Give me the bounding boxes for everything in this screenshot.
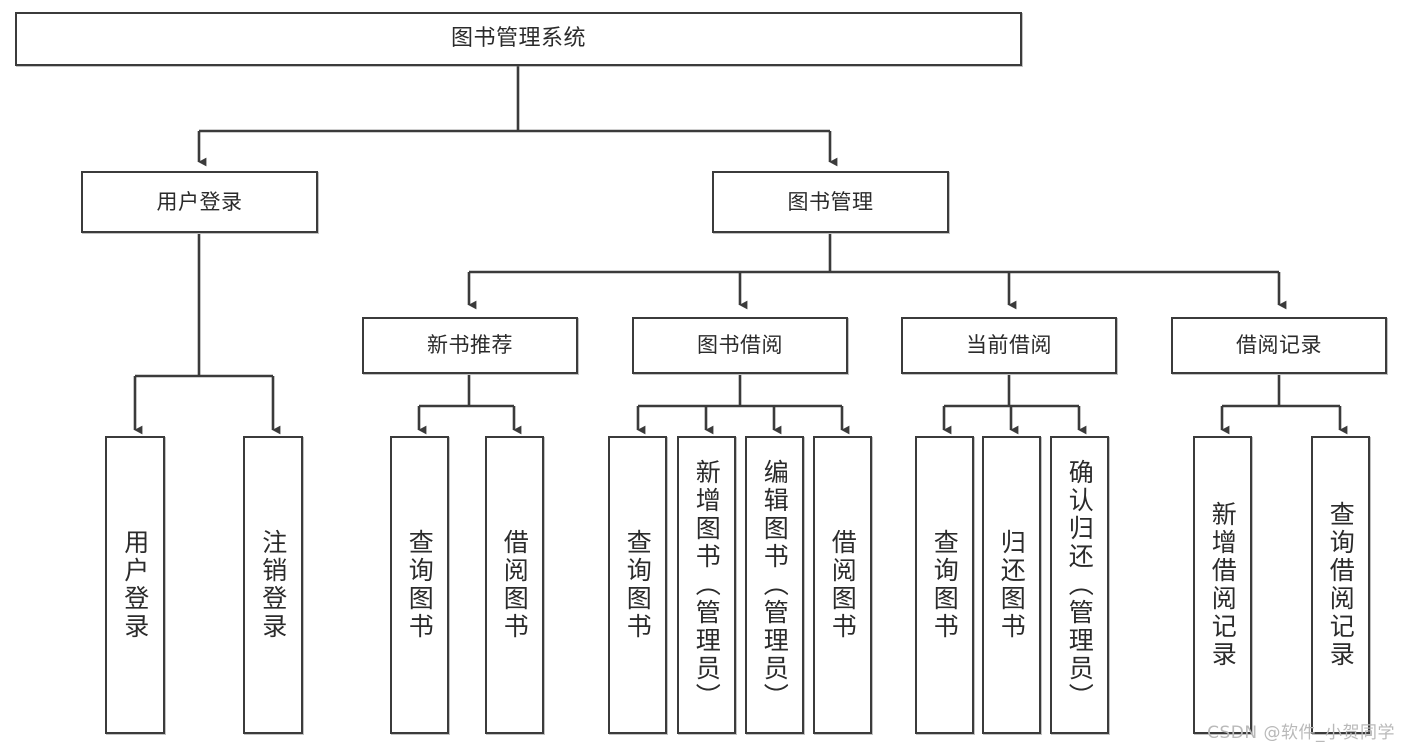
leaf-query-book-borrow[interactable]: 查询图书 xyxy=(608,436,667,734)
node-label: 查询图书 xyxy=(405,529,435,641)
node-label: 用户登录 xyxy=(120,529,150,641)
node-book-borrow[interactable]: 图书借阅 xyxy=(632,317,848,374)
node-borrow-record[interactable]: 借阅记录 xyxy=(1171,317,1387,374)
leaf-add-book[interactable]: 新增图书（管理员） xyxy=(677,436,736,734)
node-label: 借阅图书 xyxy=(828,529,858,641)
node-label: 新增借阅记录 xyxy=(1208,501,1238,669)
node-label: 查询借阅记录 xyxy=(1326,501,1356,669)
node-label: 图书借阅 xyxy=(697,333,783,358)
leaf-query-borrow-record[interactable]: 查询借阅记录 xyxy=(1311,436,1370,734)
node-new-book-recommend[interactable]: 新书推荐 xyxy=(362,317,578,374)
node-label: 图书管理 xyxy=(787,189,874,214)
node-root-system[interactable]: 图书管理系统 xyxy=(15,12,1022,66)
node-label: 查询图书 xyxy=(623,529,653,641)
node-label: 借阅图书 xyxy=(500,529,530,641)
leaf-confirm-return[interactable]: 确认归还（管理员） xyxy=(1050,436,1109,734)
node-label: 新增图书（管理员） xyxy=(692,459,722,711)
node-label: 注销登录 xyxy=(258,529,288,641)
node-label: 新书推荐 xyxy=(427,333,513,358)
leaf-query-book-recommend[interactable]: 查询图书 xyxy=(390,436,449,734)
node-label: 借阅记录 xyxy=(1236,333,1322,358)
leaf-logout-login[interactable]: 注销登录 xyxy=(243,436,303,734)
node-label: 用户登录 xyxy=(156,189,243,214)
leaf-return-book[interactable]: 归还图书 xyxy=(982,436,1041,734)
node-label: 编辑图书（管理员） xyxy=(760,459,790,711)
leaf-borrow-book[interactable]: 借阅图书 xyxy=(813,436,872,734)
csdn-watermark: CSDN @软件_小贺同学 xyxy=(1207,723,1395,743)
leaf-user-login[interactable]: 用户登录 xyxy=(105,436,165,734)
node-current-borrow[interactable]: 当前借阅 xyxy=(901,317,1117,374)
node-book-management[interactable]: 图书管理 xyxy=(712,171,949,233)
node-label: 归还图书 xyxy=(997,529,1027,641)
node-label: 查询图书 xyxy=(930,529,960,641)
leaf-query-book-current[interactable]: 查询图书 xyxy=(915,436,974,734)
node-label: 确认归还（管理员） xyxy=(1065,459,1095,711)
leaf-borrow-book-recommend[interactable]: 借阅图书 xyxy=(485,436,544,734)
node-user-login[interactable]: 用户登录 xyxy=(81,171,318,233)
leaf-add-borrow-record[interactable]: 新增借阅记录 xyxy=(1193,436,1252,734)
node-label: 图书管理系统 xyxy=(450,26,586,52)
node-label: 当前借阅 xyxy=(966,333,1052,358)
leaf-edit-book[interactable]: 编辑图书（管理员） xyxy=(745,436,804,734)
